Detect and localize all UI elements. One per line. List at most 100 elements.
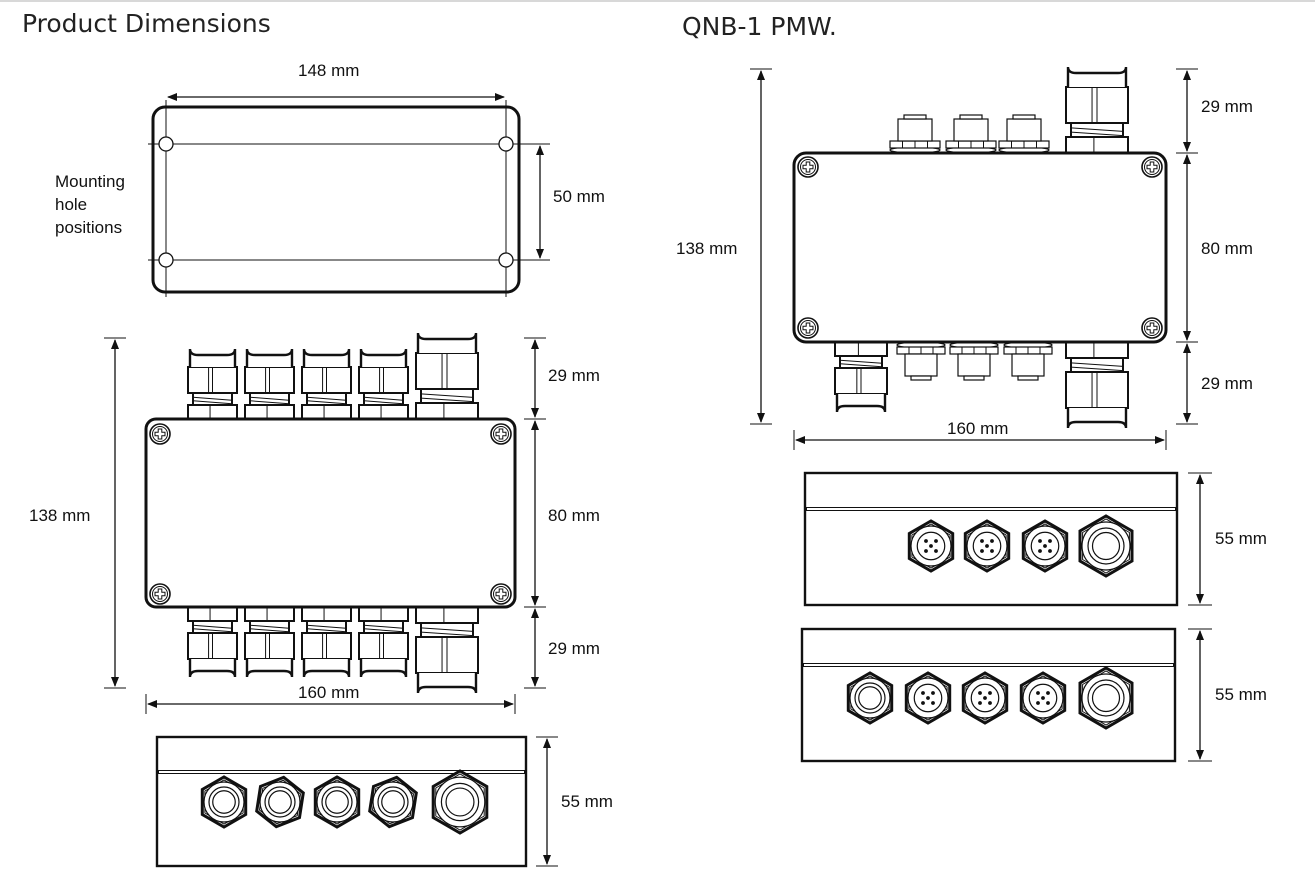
m12-connector <box>949 341 999 381</box>
mounting-hole <box>498 252 514 268</box>
hex-nut-inner <box>965 675 1005 721</box>
gland-thread-line <box>363 628 404 633</box>
gland-seal-outer <box>264 786 296 818</box>
connector-pin <box>921 701 925 705</box>
gland-thread-line <box>306 396 347 401</box>
left-front-view <box>104 332 546 714</box>
large-gland-port <box>1078 514 1134 578</box>
gland-port <box>313 775 361 829</box>
right-top-gland-label: 29 mm <box>1201 97 1253 116</box>
left-body-height-label: 80 mm <box>548 506 600 525</box>
m12-connector <box>998 114 1050 154</box>
seam-end <box>801 663 804 667</box>
gland-thread-line <box>363 396 404 401</box>
gland-seal-inner <box>445 787 475 817</box>
port-ring <box>203 781 245 823</box>
hex-nut-inner <box>911 523 951 569</box>
connector-pin <box>983 696 987 700</box>
cable-gland <box>187 606 238 678</box>
gland-nut <box>301 404 352 420</box>
gland-nut <box>415 606 479 624</box>
gland-port <box>846 671 894 725</box>
gland-thread-line <box>306 624 347 629</box>
right-side-top-height-label: 55 mm <box>1215 529 1267 548</box>
screw-icon <box>1141 156 1163 178</box>
gland-thread-line <box>839 359 883 364</box>
gland-thread-line <box>249 628 290 633</box>
gland-nut <box>358 606 409 622</box>
gland-seal-outer <box>440 782 480 822</box>
gland-dome <box>359 348 408 367</box>
screw-inner <box>1144 159 1160 175</box>
right-side-view-bottom <box>800 627 1212 763</box>
seam-end <box>524 770 527 774</box>
seam-end <box>1173 663 1176 667</box>
gland-nut <box>1065 136 1129 154</box>
gland-seal-outer <box>377 786 409 818</box>
screw-icon <box>149 583 171 605</box>
screw-inner <box>152 586 168 602</box>
gland-dome <box>302 348 351 367</box>
connector-pin <box>978 691 982 695</box>
m12-connector <box>945 114 997 154</box>
right-total-height-label: 138 mm <box>676 239 738 258</box>
connector-pin <box>934 539 938 543</box>
screw-icon <box>797 156 819 178</box>
screw-cross <box>802 161 814 173</box>
right-bottom-gland-label: 29 mm <box>1201 374 1253 393</box>
screw-cross <box>495 428 507 440</box>
screw-icon <box>490 423 512 445</box>
gland-dome <box>416 673 478 694</box>
mounting-plate-outline <box>151 105 521 294</box>
gland-nut <box>244 404 295 420</box>
gland-dome <box>188 659 237 678</box>
gland-seal-outer <box>1087 527 1125 565</box>
gland-nut <box>834 341 888 357</box>
connector-port <box>1021 519 1069 573</box>
gland-seal-outer <box>321 786 353 818</box>
hex-nut-inner <box>1025 523 1065 569</box>
large-gland-port <box>431 769 489 835</box>
right-front-view <box>750 66 1198 450</box>
screw-cross <box>802 322 814 334</box>
connector-body <box>1011 353 1045 377</box>
mounting-width-label: 148 mm <box>298 61 360 80</box>
connector-pin <box>1046 691 1050 695</box>
connector-body <box>904 353 938 377</box>
screw-cross <box>495 588 507 600</box>
mounting-hole <box>498 136 514 152</box>
screw-inner <box>1144 320 1160 336</box>
connector-pin <box>1046 701 1050 705</box>
connector-pin <box>1043 544 1047 548</box>
gland-dome <box>1066 408 1128 429</box>
connector-pin <box>924 549 928 553</box>
hex-nut-inner <box>1082 518 1130 574</box>
left-total-height-label: 138 mm <box>29 506 91 525</box>
connector-pin <box>990 539 994 543</box>
product-dimensions-title: Product Dimensions <box>22 9 271 38</box>
gland-nut <box>187 606 238 622</box>
hex-nut-inner <box>435 773 485 831</box>
gland-seal-outer <box>1087 679 1125 717</box>
connector-pin <box>931 701 935 705</box>
mounting-label-line: hole <box>55 195 88 214</box>
port-ring <box>434 776 486 828</box>
hex-nut-inner <box>258 779 302 825</box>
large-cable-gland <box>1065 341 1129 429</box>
right-side-view-top <box>803 471 1212 607</box>
connector-face <box>1028 683 1058 713</box>
hex-nut-inner <box>967 523 1007 569</box>
gland-seal-inner <box>1091 683 1121 713</box>
hex-nut-inner <box>204 779 244 825</box>
connector-tip <box>903 114 927 120</box>
connector-pin <box>980 549 984 553</box>
mounting-label-line: positions <box>55 218 123 237</box>
lid-seam <box>801 663 1176 667</box>
screw-inner <box>493 586 509 602</box>
connector-body <box>953 118 989 142</box>
gland-thread-line <box>192 400 233 405</box>
connector-port <box>963 519 1011 573</box>
gland-nut <box>415 402 479 420</box>
gland-nut <box>301 606 352 622</box>
